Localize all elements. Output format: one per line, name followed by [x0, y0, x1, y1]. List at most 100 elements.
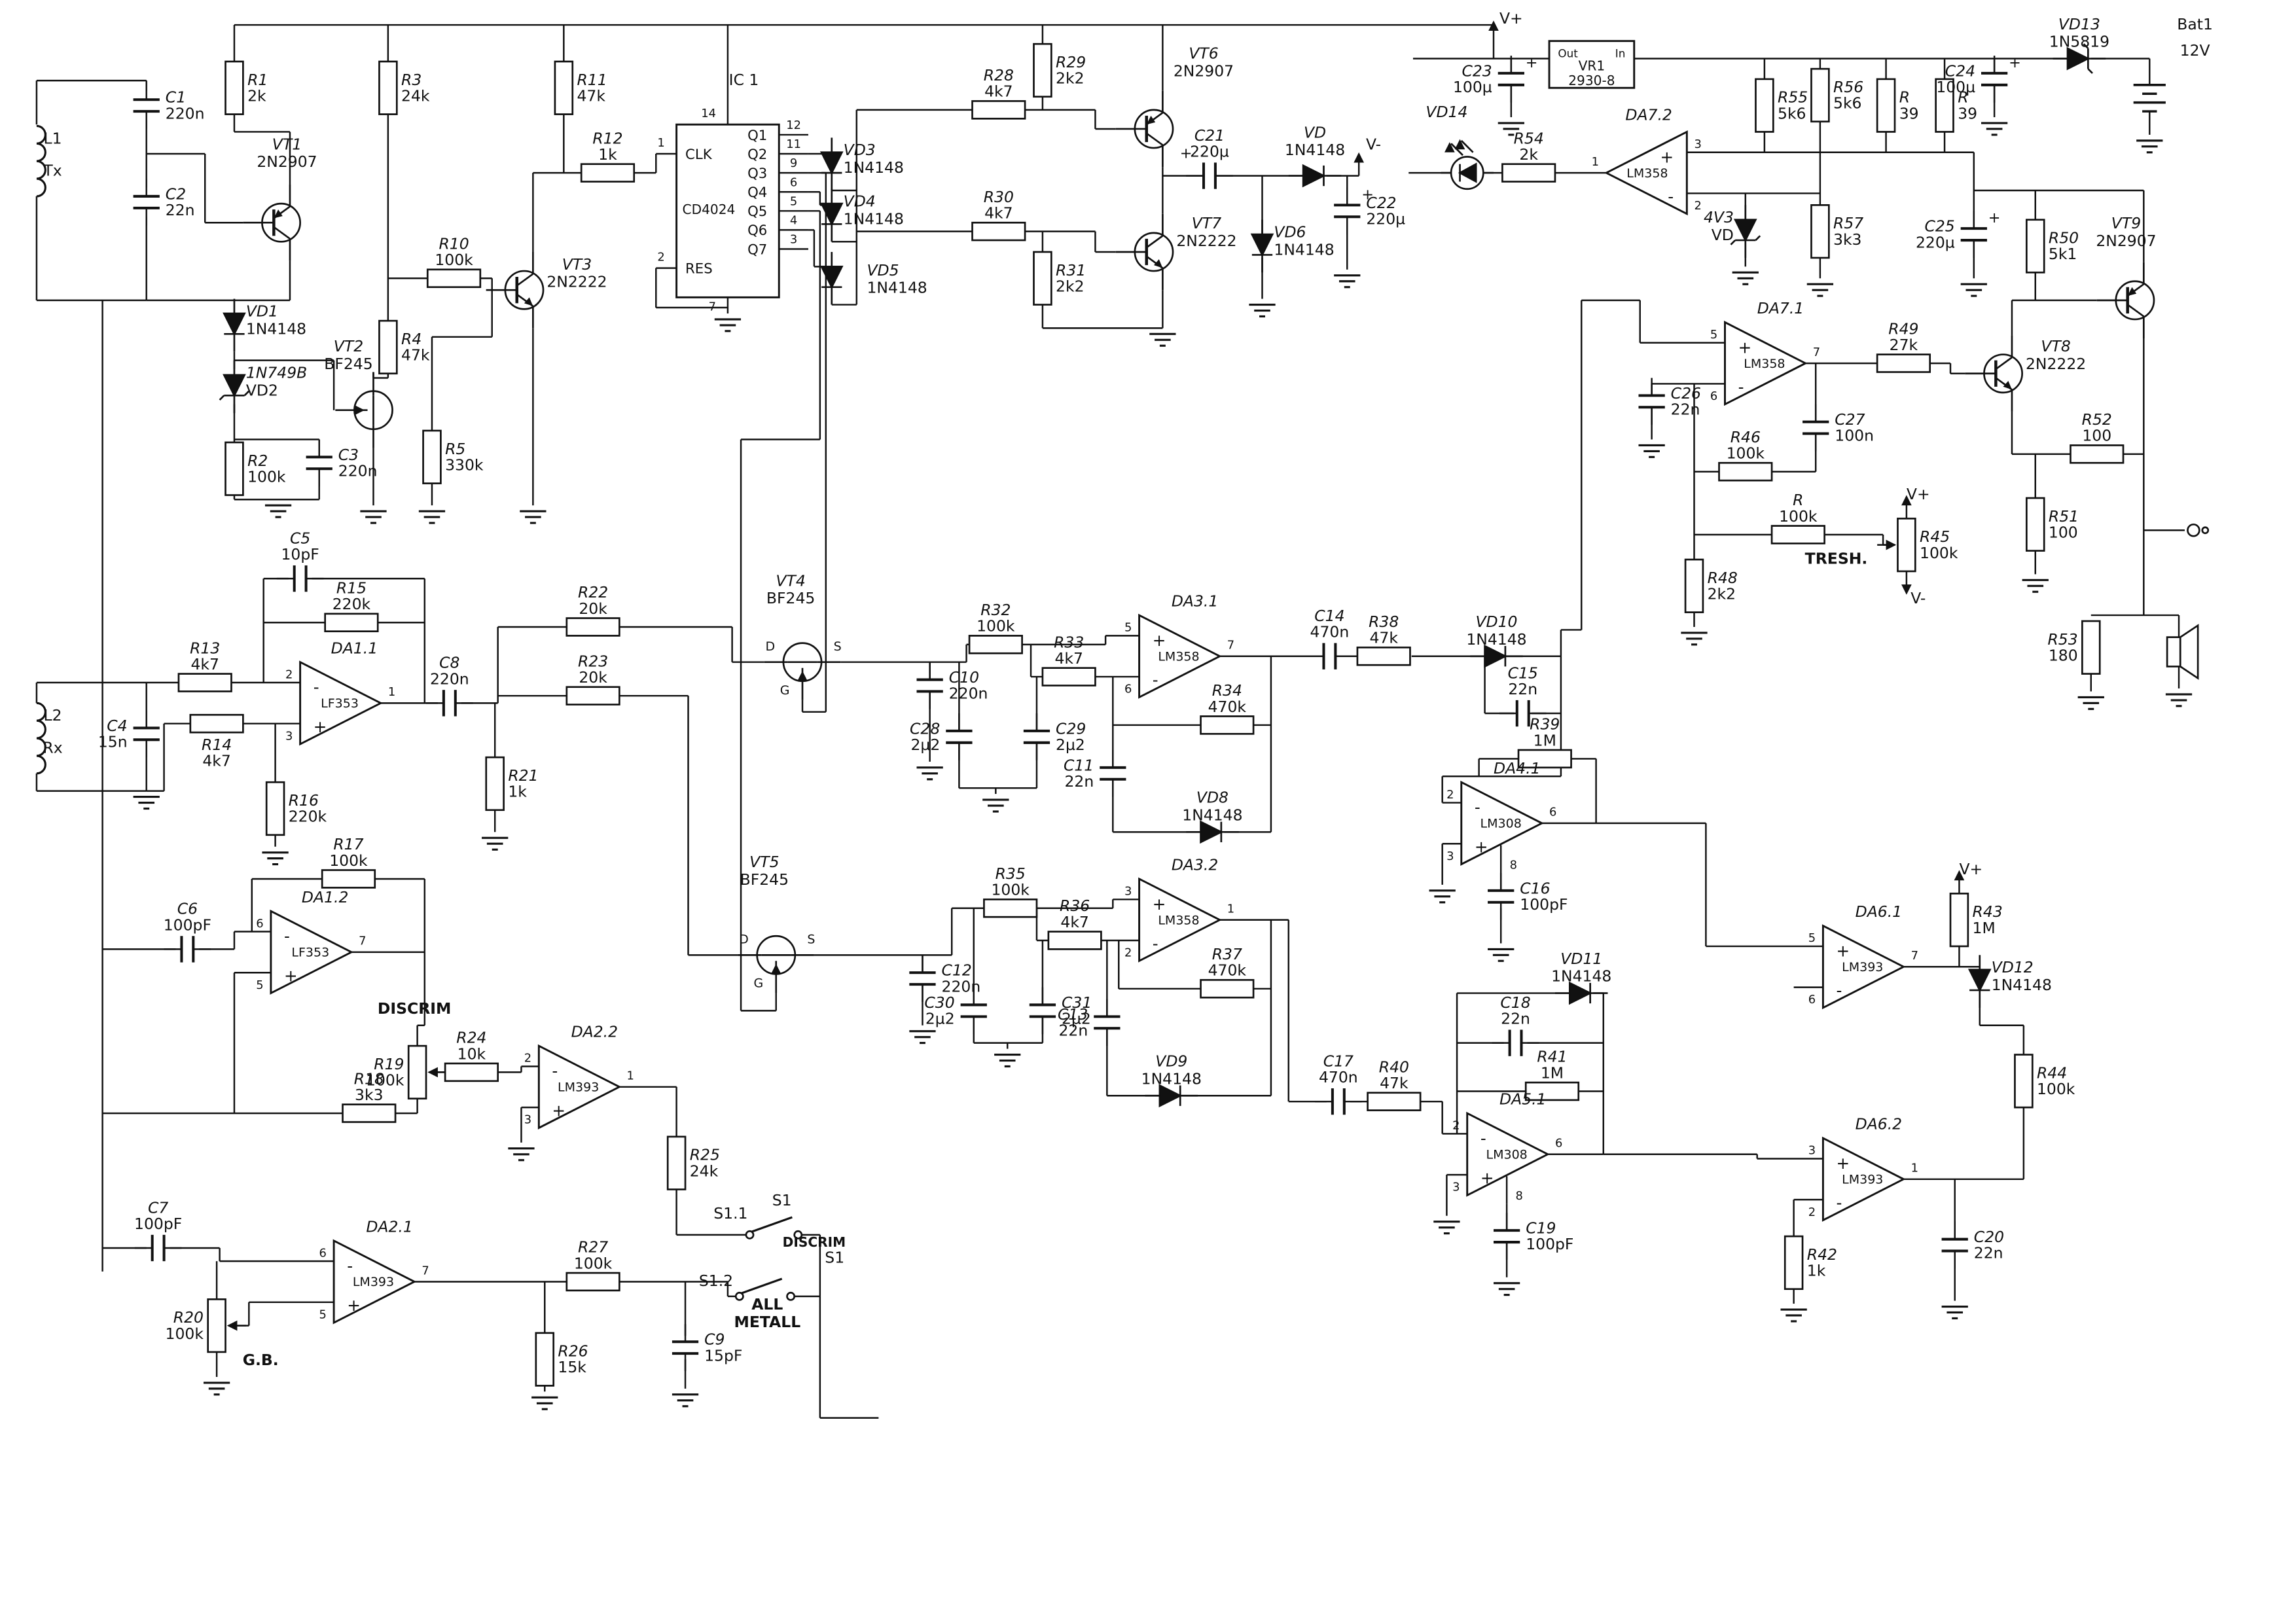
diode-id: VD — [1304, 123, 1326, 141]
resistor-value: 1M — [1973, 919, 1996, 937]
capacitor-id: C2 — [166, 185, 186, 203]
resistor-value: 47k — [1380, 1074, 1408, 1092]
arrowhead-icon — [226, 1320, 238, 1331]
pin-number: 2 — [524, 1052, 531, 1065]
resistor-value: 24k — [401, 86, 430, 105]
resistor-id: R13 — [190, 639, 220, 657]
capacitor-value: 220n — [430, 669, 469, 688]
resistor-value: 27k — [1890, 336, 1918, 354]
pin-number: 2 — [1452, 1119, 1460, 1133]
capacitor-value: 22n — [1974, 1244, 2003, 1262]
capacitor-id: C30 — [924, 993, 954, 1012]
resistor-value: 47k — [577, 86, 605, 105]
input-sign: + — [1153, 895, 1166, 914]
pin-number: 3 — [1694, 137, 1701, 151]
resistor-id: R30 — [984, 188, 1014, 206]
wire-segment — [243, 390, 250, 397]
resistor-value: 47k — [401, 346, 430, 365]
capacitor-value: 100pF — [1520, 895, 1568, 914]
ground-icon — [262, 851, 289, 866]
speaker-icon — [2166, 624, 2199, 680]
diode-id: VD1 — [246, 302, 278, 320]
diode-id: VD6 — [1274, 223, 1306, 241]
ic-output-label: Q4 — [747, 185, 767, 201]
resistor-id: R39 — [1530, 715, 1560, 734]
resistor-value: 1k — [598, 145, 617, 164]
capacitor-id: C28 — [910, 719, 940, 738]
pin-number: 5 — [319, 1308, 327, 1321]
resistor-id: R29 — [1056, 53, 1086, 71]
pin-label: G — [780, 683, 790, 698]
ic-pin-clk: CLK — [685, 147, 713, 163]
pin-number: 3 — [1452, 1181, 1460, 1194]
diode-id: 1N749B — [246, 363, 307, 382]
pin-number: 2 — [1694, 199, 1701, 213]
resistor-value: 470k — [1208, 961, 1247, 980]
arrowhead-icon — [354, 404, 365, 416]
pin-number: 7 — [359, 935, 366, 948]
diode-value: 1N4148 — [1274, 240, 1334, 259]
pin-number: 8 — [1516, 1189, 1523, 1203]
ic-output-label: Q2 — [747, 147, 767, 163]
resistor-id: R1 — [247, 71, 268, 89]
capacitor-value: 15pF — [704, 1346, 742, 1364]
pin-label: D — [765, 639, 775, 654]
pin-number: 5 — [1808, 931, 1816, 945]
diode-value: 1N4148 — [867, 279, 927, 297]
wire-segment — [1145, 235, 1164, 249]
input-sign: + — [1837, 942, 1850, 961]
ground-icon — [1149, 332, 1176, 347]
wire-segment — [1995, 357, 2013, 370]
opamp-id: DA6.1 — [1856, 902, 1902, 921]
ground-icon — [1806, 283, 1834, 297]
ground-icon — [520, 510, 547, 524]
text-label: S1 — [825, 1248, 844, 1266]
resistor-id: R54 — [1514, 129, 1544, 147]
capacitor-value: 2µ2 — [925, 1010, 955, 1028]
resistor-id: R35 — [996, 865, 1026, 883]
battery-icon — [2133, 84, 2166, 113]
opamp-id: DA2.1 — [366, 1217, 412, 1236]
resistor-value: 4k7 — [1060, 913, 1088, 931]
resistor-value: 4k7 — [984, 82, 1013, 101]
input-sign: - — [552, 1061, 558, 1080]
resistor-id: R56 — [1833, 78, 1863, 96]
diode-id: VD10 — [1475, 613, 1517, 631]
wire-segment — [516, 273, 534, 287]
ground-icon — [714, 318, 742, 332]
resistor-value: 39 — [1899, 104, 1919, 122]
pin-number: 3 — [285, 729, 293, 743]
opamp-id: DA5.1 — [1499, 1090, 1546, 1109]
resistor-id: R55 — [1778, 88, 1808, 107]
resistor-value: 4k7 — [984, 204, 1013, 222]
resistor-id: R57 — [1833, 214, 1863, 232]
opamp-chip: LM308 — [1486, 1147, 1527, 1162]
ic-output-label: Q7 — [747, 241, 767, 258]
resistor-id: R43 — [1973, 902, 2003, 921]
resistor-value: 5k6 — [1778, 104, 1806, 122]
resistor-id: R24 — [456, 1029, 486, 1047]
resistor-value: 3k3 — [355, 1086, 383, 1104]
pin-number: 6 — [1710, 389, 1717, 403]
resistor-value: 100k — [435, 251, 473, 269]
